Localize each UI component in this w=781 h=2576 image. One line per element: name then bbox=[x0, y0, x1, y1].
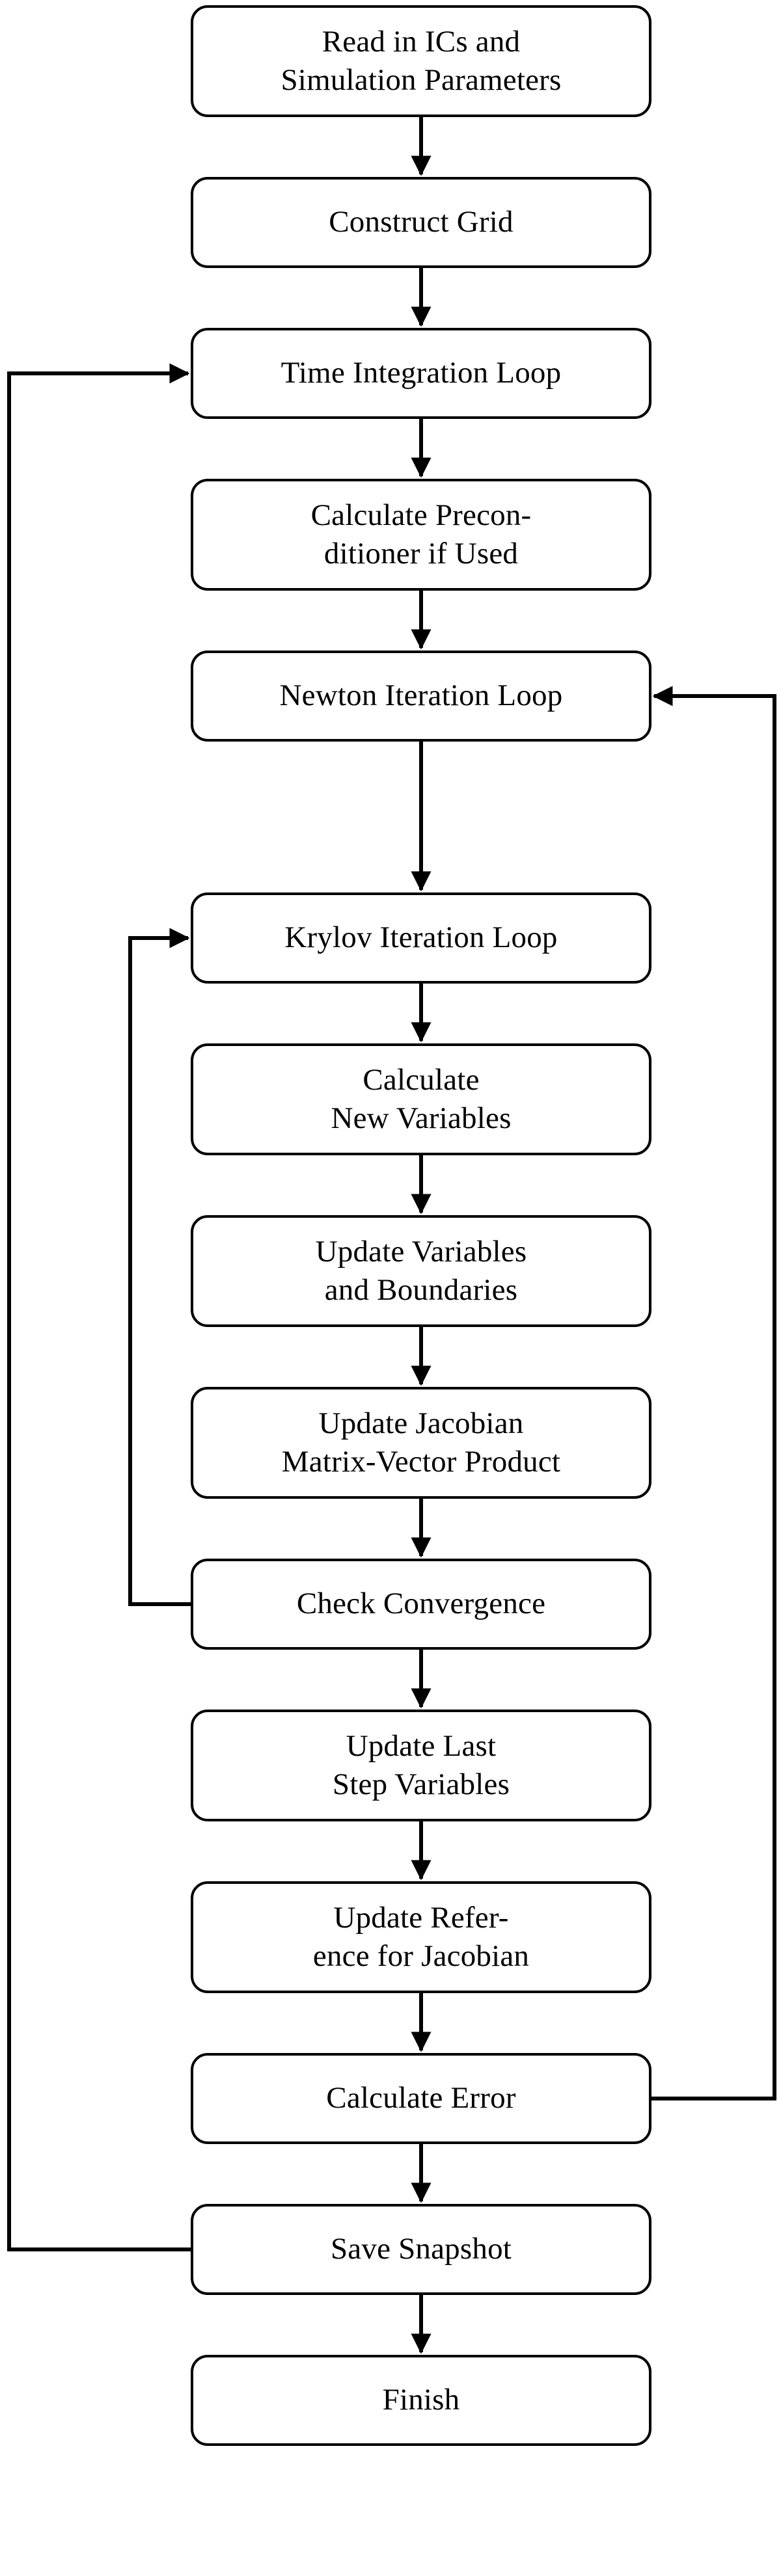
node-label: Calculate Precon- ditioner if Used bbox=[310, 498, 532, 570]
node-update-reference-for-jacobian[interactable]: Update Refer- ence for Jacobian bbox=[191, 1881, 651, 1993]
node-label: Update Variables and Boundaries bbox=[315, 1234, 527, 1307]
node-label: Update Refer- ence for Jacobian bbox=[312, 1900, 530, 1973]
node-label: Update Last Step Variables bbox=[332, 1728, 510, 1801]
node-krylov-iteration-loop[interactable]: Krylov Iteration Loop bbox=[191, 892, 651, 984]
node-update-jacobian-matrix-vector-product[interactable]: Update Jacobian Matrix-Vector Product bbox=[191, 1387, 651, 1499]
edge-check-back-to-krylov bbox=[128, 928, 191, 1606]
node-label: Calculate Error bbox=[326, 2081, 516, 2115]
edge-error-back-to-newton bbox=[651, 686, 776, 2100]
node-label: Newton Iteration Loop bbox=[279, 678, 563, 713]
node-label: Krylov Iteration Loop bbox=[284, 920, 558, 955]
node-save-snapshot[interactable]: Save Snapshot bbox=[191, 2204, 651, 2295]
node-label: Check Convergence bbox=[296, 1587, 546, 1621]
node-calculate-new-variables[interactable]: Calculate New Variables bbox=[191, 1043, 651, 1155]
node-label: Read in ICs and Simulation Parameters bbox=[281, 24, 562, 97]
node-calculate-error[interactable]: Calculate Error bbox=[191, 2053, 651, 2144]
node-finish[interactable]: Finish bbox=[191, 2355, 651, 2446]
node-update-variables-and-boundaries[interactable]: Update Variables and Boundaries bbox=[191, 1215, 651, 1327]
node-construct-grid[interactable]: Construct Grid bbox=[191, 177, 651, 268]
node-label: Finish bbox=[382, 2383, 460, 2417]
node-label: Construct Grid bbox=[329, 205, 514, 239]
node-label: Time Integration Loop bbox=[281, 356, 562, 390]
node-label: Calculate New Variables bbox=[331, 1062, 512, 1135]
edge-snapshot-back-to-time bbox=[7, 363, 191, 2251]
node-label: Update Jacobian Matrix-Vector Product bbox=[281, 1406, 561, 1479]
node-update-last-step-variables[interactable]: Update Last Step Variables bbox=[191, 1710, 651, 1821]
node-label: Save Snapshot bbox=[330, 2232, 512, 2266]
node-calculate-preconditioner[interactable]: Calculate Precon- ditioner if Used bbox=[191, 479, 651, 591]
node-newton-iteration-loop[interactable]: Newton Iteration Loop bbox=[191, 651, 651, 742]
node-time-integration-loop[interactable]: Time Integration Loop bbox=[191, 328, 651, 419]
node-check-convergence[interactable]: Check Convergence bbox=[191, 1559, 651, 1650]
node-read-ics[interactable]: Read in ICs and Simulation Parameters bbox=[191, 5, 651, 117]
